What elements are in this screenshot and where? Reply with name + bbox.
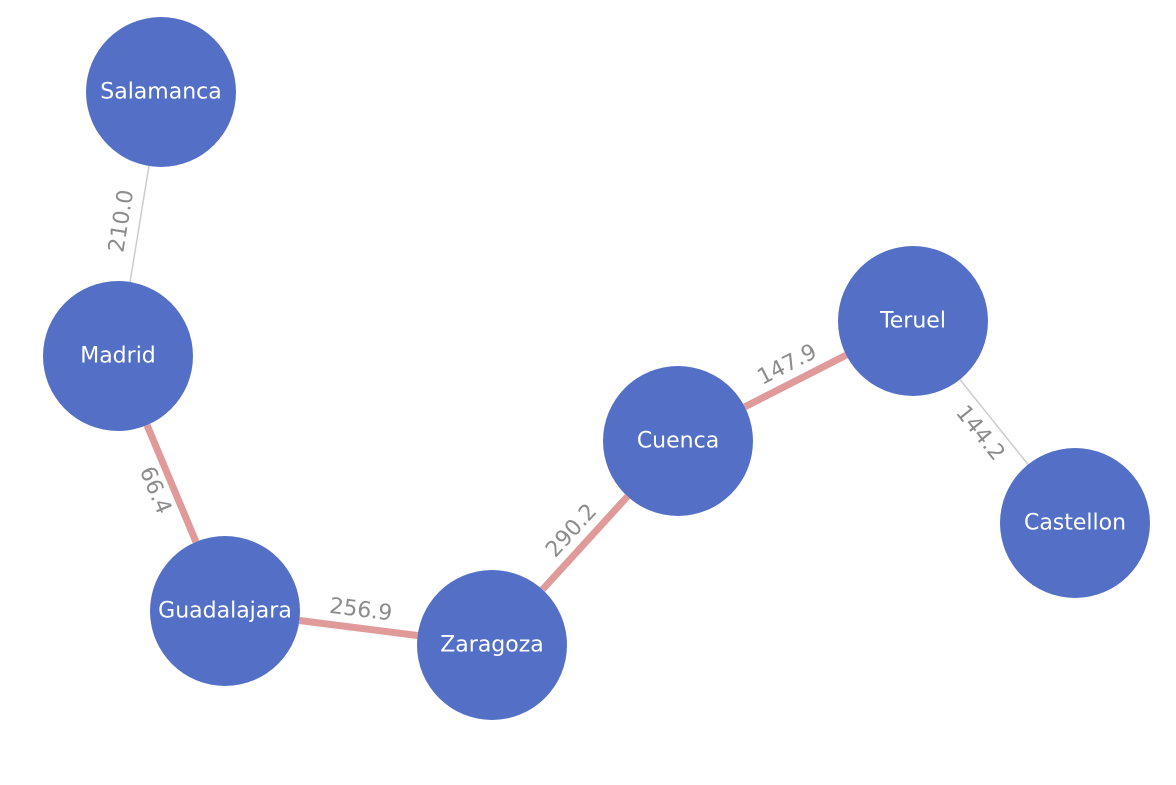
node-circle-cuenca[interactable] <box>603 366 753 516</box>
node-label-teruel: Teruel <box>879 309 946 334</box>
node-circle-castellon[interactable] <box>1000 448 1150 598</box>
edge-madrid-guadalajara[interactable] <box>143 423 200 544</box>
edge-zaragoza-cuenca[interactable] <box>539 494 631 592</box>
node-circle-salamanca[interactable] <box>86 17 236 167</box>
edge-label-guadalajara-zaragoza: 256.9 <box>328 594 394 627</box>
edge-teruel-castellon[interactable] <box>959 379 1029 465</box>
node-circle-guadalajara[interactable] <box>150 536 300 686</box>
node-label-zaragoza: Zaragoza <box>440 633 544 658</box>
edge-label-salamanca-madrid: 210.0 <box>104 188 139 254</box>
node-label-guadalajara: Guadalajara <box>158 599 292 624</box>
node-circle-teruel[interactable] <box>838 246 988 396</box>
edge-cuenca-teruel[interactable] <box>743 351 848 411</box>
node-salamanca[interactable]: Salamanca <box>86 17 236 167</box>
node-circle-zaragoza[interactable] <box>417 570 567 720</box>
node-circle-madrid[interactable] <box>43 281 193 431</box>
node-teruel[interactable]: Teruel <box>838 246 988 396</box>
node-madrid[interactable]: Madrid <box>43 281 193 431</box>
node-label-madrid: Madrid <box>80 344 156 369</box>
edge-label-teruel-castellon: 144.2 <box>951 401 1010 466</box>
node-label-castellon: Castellon <box>1024 511 1126 536</box>
node-guadalajara[interactable]: Guadalajara <box>150 536 300 686</box>
node-label-salamanca: Salamanca <box>100 80 221 105</box>
node-cuenca[interactable]: Cuenca <box>603 366 753 516</box>
node-zaragoza[interactable]: Zaragoza <box>417 570 567 720</box>
node-label-cuenca: Cuenca <box>637 429 719 454</box>
edges-layer <box>129 165 1029 639</box>
edge-salamanca-madrid[interactable] <box>129 165 150 283</box>
node-castellon[interactable]: Castellon <box>1000 448 1150 598</box>
edge-guadalajara-zaragoza[interactable] <box>298 617 419 639</box>
